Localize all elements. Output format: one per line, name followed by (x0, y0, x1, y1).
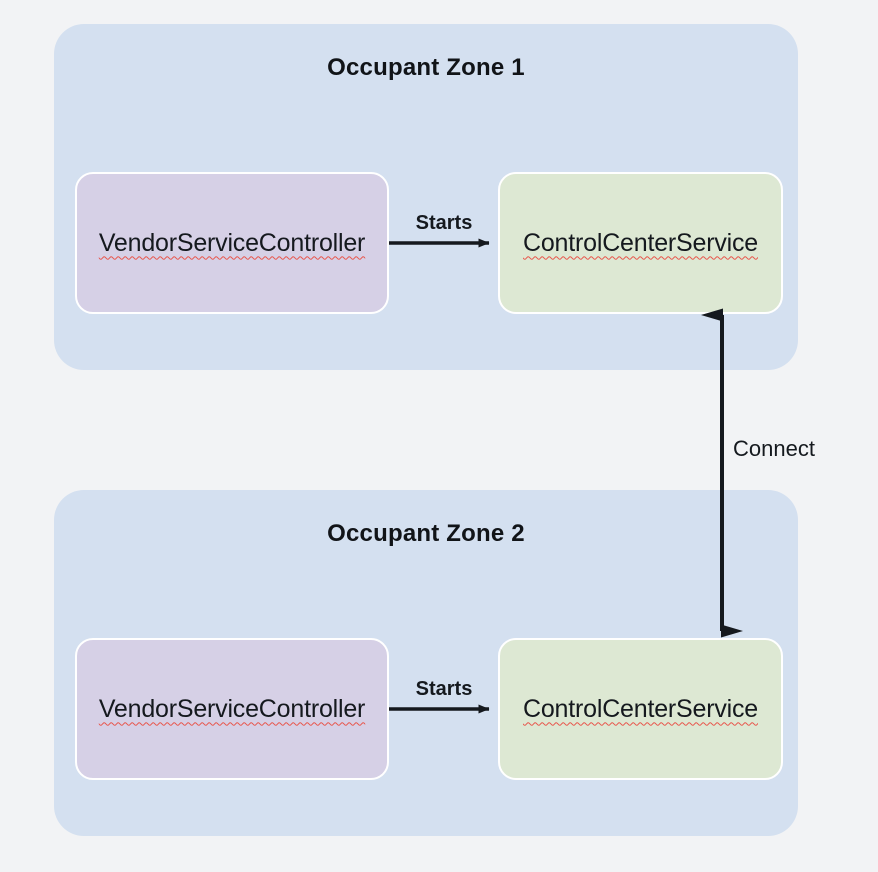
node-vendor-service-controller-zone-1[interactable]: VendorServiceController (75, 172, 389, 314)
starts-arrow-zone-2 (389, 704, 490, 714)
starts-arrow-zone-1 (389, 238, 490, 248)
node-vendor-service-controller-zone-2[interactable]: VendorServiceController (75, 638, 389, 780)
edge-label-starts-zone-1: Starts (415, 212, 473, 234)
node-label: VendorServiceController (98, 228, 366, 257)
node-control-center-service-zone-2[interactable]: ControlCenterService (498, 638, 783, 780)
occupant-zone-1-container[interactable]: Occupant Zone 1 VendorServiceController … (54, 24, 798, 370)
node-label: ControlCenterService (523, 694, 758, 723)
occupant-zone-1-title: Occupant Zone 1 (327, 54, 525, 81)
occupant-zone-2-container[interactable]: Occupant Zone 2 VendorServiceController … (54, 490, 798, 836)
node-label: ControlCenterService (523, 228, 758, 257)
edge-label-starts-zone-2: Starts (415, 678, 473, 700)
node-label: VendorServiceController (98, 694, 366, 723)
node-control-center-service-zone-1[interactable]: ControlCenterService (498, 172, 783, 314)
occupant-zone-2-title: Occupant Zone 2 (327, 520, 525, 547)
edge-label-connect: Connect (733, 436, 815, 461)
